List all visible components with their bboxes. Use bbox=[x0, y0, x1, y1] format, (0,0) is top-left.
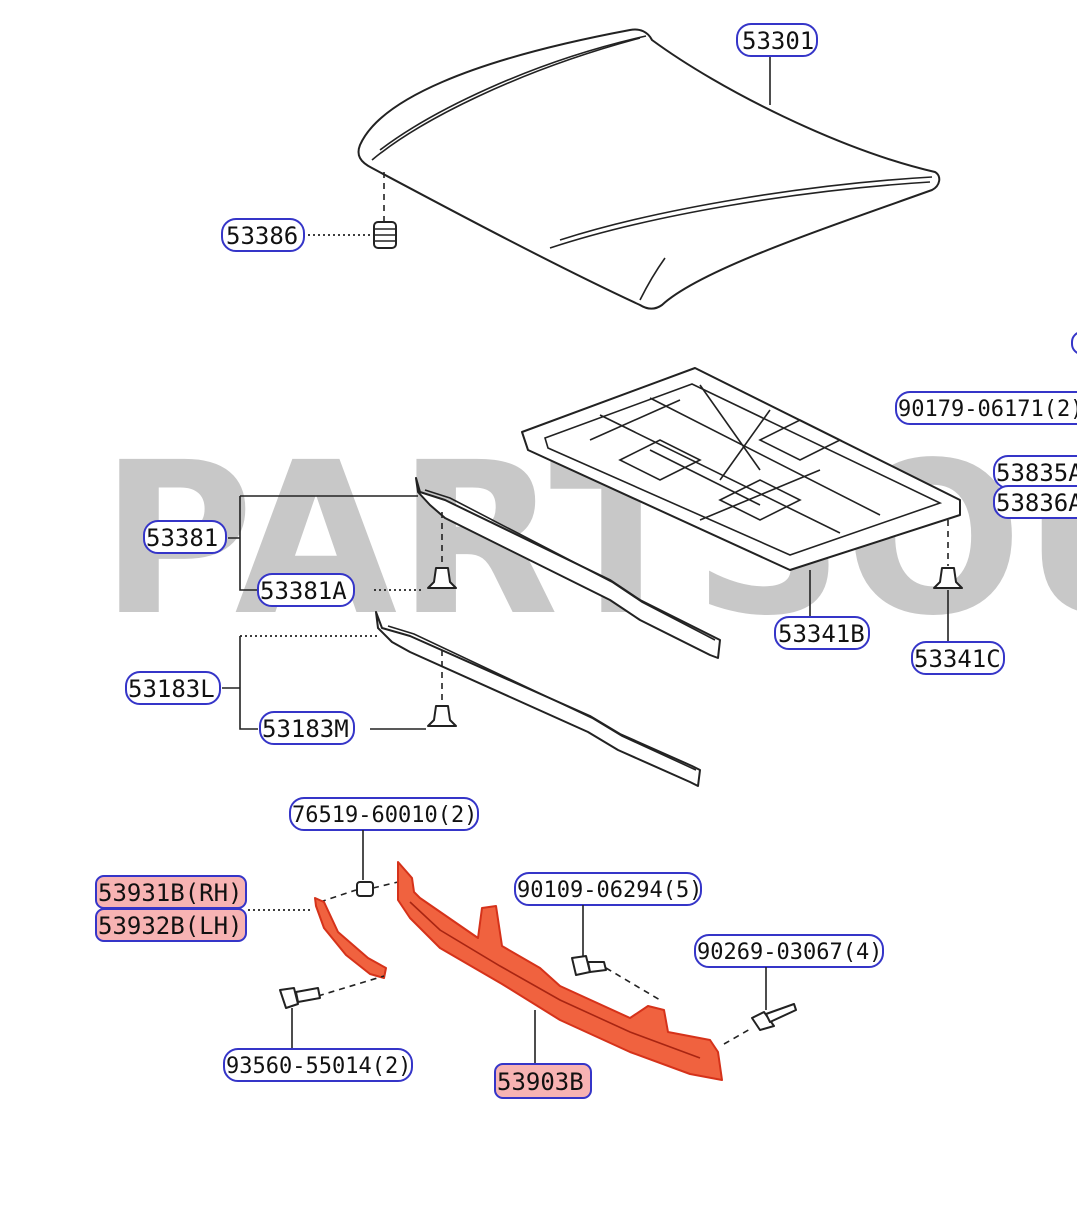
seal-lower-clip-part bbox=[427, 705, 457, 727]
seal-lower-clip-label[interactable]: 53183M bbox=[259, 711, 355, 745]
seal-front-clip-label-text: 53381A bbox=[260, 577, 347, 605]
seal-lower-clip-label-text: 53183M bbox=[262, 715, 349, 743]
protector-rh-label-text: 53931B(RH) bbox=[98, 879, 243, 907]
insulator-clip-ref-label-text: 90179-06171(2) bbox=[898, 397, 1077, 422]
seal-lower-label[interactable]: 53183L bbox=[125, 671, 221, 705]
seal-front-clip-part bbox=[427, 567, 457, 589]
screw-part bbox=[279, 987, 321, 1009]
clip-nut-label-text: 76519-60010(2) bbox=[292, 803, 477, 828]
seal-front-label[interactable]: 53381 bbox=[143, 520, 227, 554]
rivet-label[interactable]: 90269-03067(4) bbox=[694, 934, 884, 968]
rivet-part bbox=[751, 1003, 797, 1031]
pad-b-label-text: 53836A bbox=[996, 489, 1077, 517]
clip-nut-part bbox=[356, 881, 374, 897]
cut-label-edge bbox=[1071, 332, 1077, 354]
rivet-label-text: 90269-03067(4) bbox=[697, 940, 882, 965]
seal-front-part bbox=[415, 477, 721, 659]
seal-front-bracket bbox=[228, 495, 418, 591]
bolt-part bbox=[571, 955, 607, 976]
hood-part bbox=[357, 28, 941, 310]
pad-b-label[interactable]: 53836A bbox=[993, 485, 1077, 519]
lower-protector-label-text: 53903B bbox=[497, 1068, 584, 1096]
insulator-label[interactable]: 53341B bbox=[774, 616, 870, 650]
seal-front-label-text: 53381 bbox=[146, 524, 218, 552]
bolt-label-text: 90109-06294(5) bbox=[517, 878, 702, 903]
hood-label-text: 53301 bbox=[742, 27, 814, 55]
pad-a-label-text: 53835A bbox=[996, 459, 1077, 487]
cushion-part bbox=[373, 221, 397, 249]
insulator-clip-label[interactable]: 53341C bbox=[911, 641, 1005, 675]
lower-protector-part bbox=[397, 861, 723, 1081]
cushion-label-text: 53386 bbox=[226, 222, 298, 250]
insulator-part bbox=[521, 367, 961, 571]
bolt-dash bbox=[605, 967, 661, 1001]
protector-lh-label-text: 53932B(LH) bbox=[98, 912, 243, 940]
protector-lh-label[interactable]: 53932B(LH) bbox=[95, 908, 247, 942]
rivet-dash bbox=[723, 1027, 753, 1045]
seal-lower-label-text: 53183L bbox=[128, 675, 215, 703]
protector-part bbox=[314, 897, 387, 979]
clip-nut-dash bbox=[319, 881, 399, 903]
seal-lower-part bbox=[375, 611, 701, 787]
insulator-clip-label-text: 53341C bbox=[914, 645, 1001, 673]
bolt-label[interactable]: 90109-06294(5) bbox=[514, 872, 702, 906]
insulator-clip-part bbox=[933, 567, 963, 589]
seal-lower-bracket bbox=[222, 636, 258, 730]
clip-nut-label[interactable]: 76519-60010(2) bbox=[289, 797, 479, 831]
screw-dash bbox=[317, 975, 385, 997]
insulator-clip-ref-label[interactable]: 90179-06171(2) bbox=[895, 391, 1077, 425]
protector-rh-label[interactable]: 53931B(RH) bbox=[95, 875, 247, 909]
hood-label[interactable]: 53301 bbox=[736, 23, 818, 57]
seal-front-clip-label[interactable]: 53381A bbox=[257, 573, 355, 607]
insulator-label-text: 53341B bbox=[778, 620, 865, 648]
lower-protector-label[interactable]: 53903B bbox=[494, 1063, 592, 1099]
screw-label-text: 93560-55014(2) bbox=[226, 1054, 411, 1079]
screw-label[interactable]: 93560-55014(2) bbox=[223, 1048, 413, 1082]
pad-a-label[interactable]: 53835A bbox=[993, 455, 1077, 489]
cushion-label[interactable]: 53386 bbox=[221, 218, 305, 252]
